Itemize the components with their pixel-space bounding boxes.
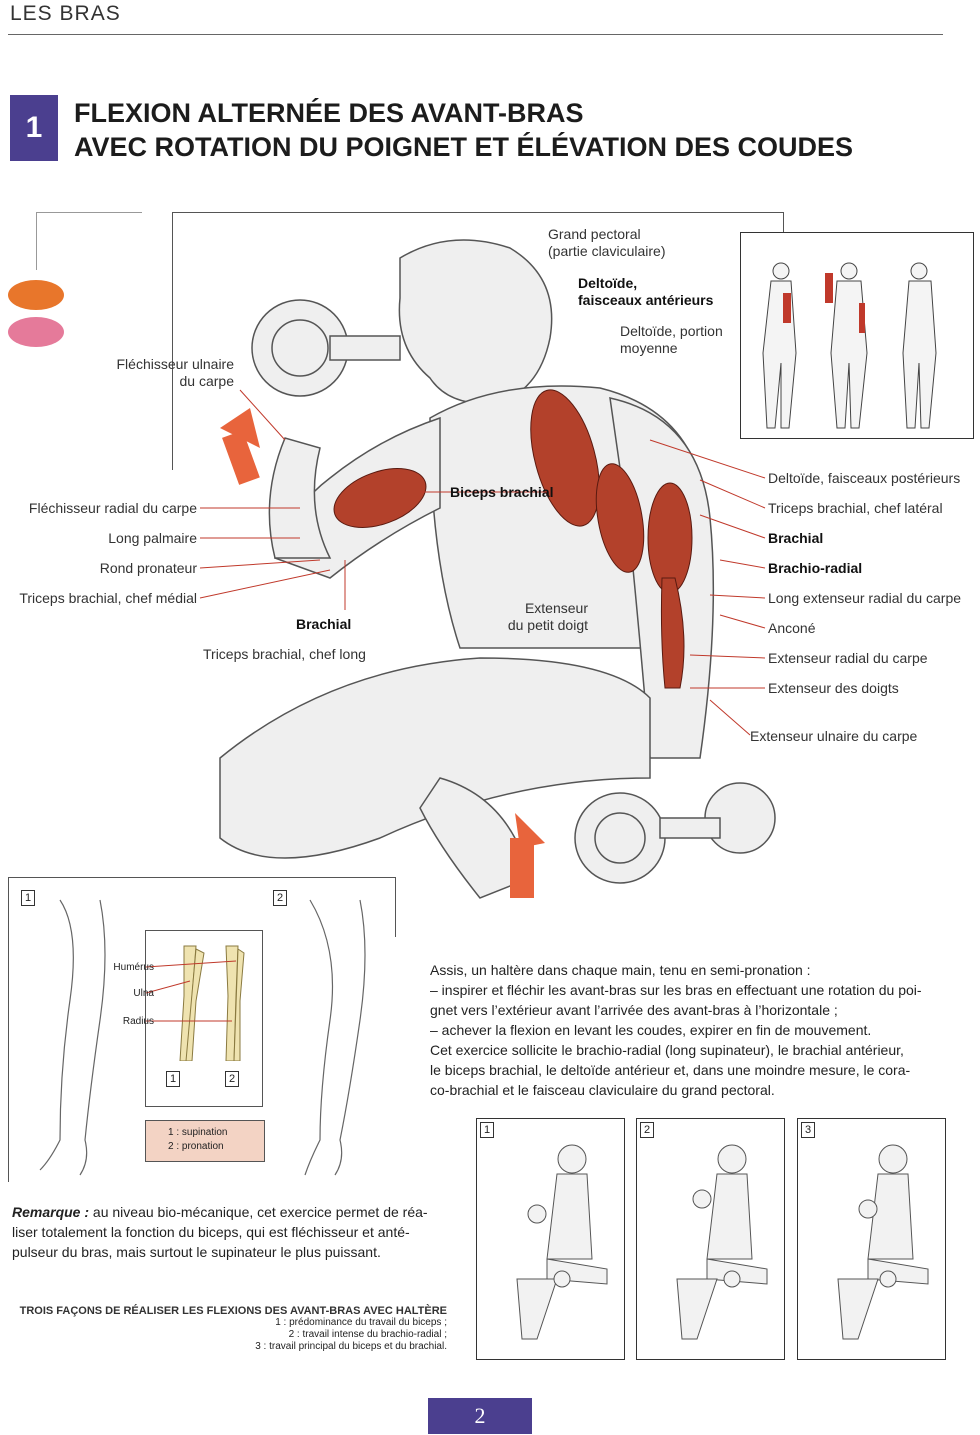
description-line: Cet exercice sollicite le brachio-radial… (430, 1042, 904, 1058)
label-triceps-medial: Triceps brachial, chef médial (19, 590, 197, 606)
muscle-map-thumbnail (740, 232, 974, 439)
label-extenseur-ulnaire: Extenseur ulnaire du carpe (750, 728, 918, 744)
description-line: gnet vers l’extérieur avant l’arrivée de… (430, 1002, 838, 1018)
bone-tag-2: 2 (225, 1071, 239, 1087)
ways-line: 2 : travail intense du brachio-radial ; (288, 1329, 447, 1340)
label-line: Deltoïde, portion (620, 323, 723, 339)
seated-figure-1 (516, 1144, 608, 1340)
label-biceps: Biceps brachial (450, 484, 554, 500)
label-radius: Radius (122, 1016, 154, 1027)
label-line: Grand pectoral (548, 226, 641, 242)
rotation-tag-1: 1 (21, 890, 35, 906)
label-line: du petit doigt (507, 617, 588, 633)
label-line: Deltoïde, (578, 275, 638, 291)
remark-paragraph: Remarque : au niveau bio-mécanique, cet … (12, 1202, 452, 1262)
label-rond-pronateur: Rond pronateur (99, 560, 197, 576)
legend-pronation: 2 : pronation (168, 1141, 224, 1152)
label-line: faisceaux antérieurs (578, 292, 714, 308)
ways-line: 3 : travail principal du biceps et du br… (255, 1341, 447, 1352)
anatomy-illustration (219, 239, 776, 899)
primary-target-marker (8, 280, 64, 310)
variation-panel-2: 2 (636, 1118, 785, 1360)
description-line: Assis, un haltère dans chaque main, tenu… (430, 962, 811, 978)
page-number: 2 (428, 1398, 532, 1434)
label-grand-pectoral: Grand pectoral (partie claviculaire) (548, 226, 665, 260)
description-line: le biceps brachial, le deltoïde antérieu… (430, 1062, 911, 1078)
title-line-1: FLEXION ALTERNÉE DES AVANT-BRAS (74, 98, 584, 128)
label-triceps-lateral: Triceps brachial, chef latéral (768, 500, 943, 516)
seated-figure-3 (837, 1144, 929, 1340)
label-flechisseur-radial: Fléchisseur radial du carpe (28, 500, 197, 516)
seated-figure-2 (676, 1144, 768, 1340)
ways-caption: TROIS FAÇONS DE RÉALISER LES FLEXIONS DE… (14, 1305, 447, 1353)
variation-tag-3: 3 (801, 1122, 815, 1138)
illustration-frame-top (172, 212, 784, 213)
exercise-number: 1 (10, 95, 58, 161)
secondary-target-marker (8, 317, 64, 347)
label-brachio-radial: Brachio-radial (768, 560, 863, 576)
margin-line-top (36, 212, 142, 213)
label-brachial-right: Brachial (768, 530, 824, 546)
header-divider (8, 34, 943, 35)
label-extenseur-radial: Extenseur radial du carpe (768, 650, 928, 666)
legend-supination: 1 : supination (168, 1127, 228, 1138)
illustration-frame-left (172, 212, 173, 470)
leader-lines (199, 389, 766, 736)
rotation-legend: 1 : supination 2 : pronation (145, 1120, 265, 1162)
label-ulna: Ulna (133, 988, 154, 999)
remark-line-3: pulseur du bras, mais surtout le supinat… (12, 1244, 381, 1260)
label-line: (partie claviculaire) (548, 243, 666, 259)
ways-title: TROIS FAÇONS DE RÉALISER LES FLEXIONS DE… (19, 1305, 447, 1317)
muscle-map-figures (762, 262, 937, 429)
illustration-frame-right (783, 212, 784, 232)
remark-line-2: liser totalement la fonction du biceps, … (12, 1224, 410, 1240)
label-line: moyenne (620, 340, 678, 356)
label-deltoide-posterieur: Deltoïde, faisceaux postérieurs (768, 470, 961, 486)
label-brachial-left: Brachial (296, 616, 352, 632)
margin-line (36, 212, 37, 270)
label-flechisseur-ulnaire: Fléchisseur ulnaire du carpe (90, 356, 235, 390)
title-line-2: AVEC ROTATION DU POIGNET ET ÉLÉVATION DE… (74, 132, 854, 162)
remark-line-1: Remarque : au niveau bio-mécanique, cet … (12, 1202, 452, 1222)
rotation-frame-right (395, 877, 396, 937)
label-long-extenseur: Long extenseur radial du carpe (768, 590, 962, 606)
label-extenseur-doigts: Extenseur des doigts (768, 680, 899, 696)
remark-label: Remarque : (12, 1204, 90, 1220)
label-extenseur-petit-doigt: Extenseur du petit doigt (488, 600, 588, 634)
bones-svg (145, 945, 245, 1062)
label-triceps-long: Triceps brachial, chef long (203, 646, 366, 662)
label-deltoide-moyenne: Deltoïde, portion moyenne (620, 323, 723, 357)
rotation-tag-2: 2 (273, 890, 287, 906)
rotation-frame-left (8, 877, 9, 1182)
arm-outlines (39, 899, 366, 1176)
exercise-title: FLEXION ALTERNÉE DES AVANT-BRAS AVEC ROT… (74, 96, 853, 164)
label-line: Fléchisseur ulnaire (116, 356, 235, 372)
exercise-description: Assis, un haltère dans chaque main, tenu… (430, 960, 960, 1100)
bone-diagram: 1 2 (145, 930, 263, 1107)
label-humerus: Humérus (113, 962, 154, 973)
label-line: du carpe (179, 373, 234, 389)
label-long-palmaire: Long palmaire (108, 530, 197, 546)
bone-tag-1: 1 (166, 1071, 180, 1087)
label-line: Extenseur (524, 600, 588, 616)
variation-tag-1: 1 (480, 1122, 494, 1138)
variation-panel-1: 1 (476, 1118, 625, 1360)
section-title: LES BRAS (10, 2, 121, 25)
description-line: – inspirer et fléchir les avant-bras sur… (430, 982, 922, 998)
label-ancone: Anconé (768, 620, 816, 636)
variation-panel-3: 3 (797, 1118, 946, 1360)
variation-tag-2: 2 (640, 1122, 654, 1138)
description-line: co-brachial et le faisceau claviculaire … (430, 1082, 775, 1098)
remark-text: au niveau bio-mécanique, cet exercice pe… (89, 1204, 428, 1220)
rotation-frame-top (8, 877, 396, 878)
ways-line: 1 : prédominance du travail du biceps ; (275, 1317, 447, 1328)
description-line: – achever la flexion en levant les coude… (430, 1022, 872, 1038)
label-deltoide-anterieur: Deltoïde, faisceaux antérieurs (578, 275, 713, 309)
